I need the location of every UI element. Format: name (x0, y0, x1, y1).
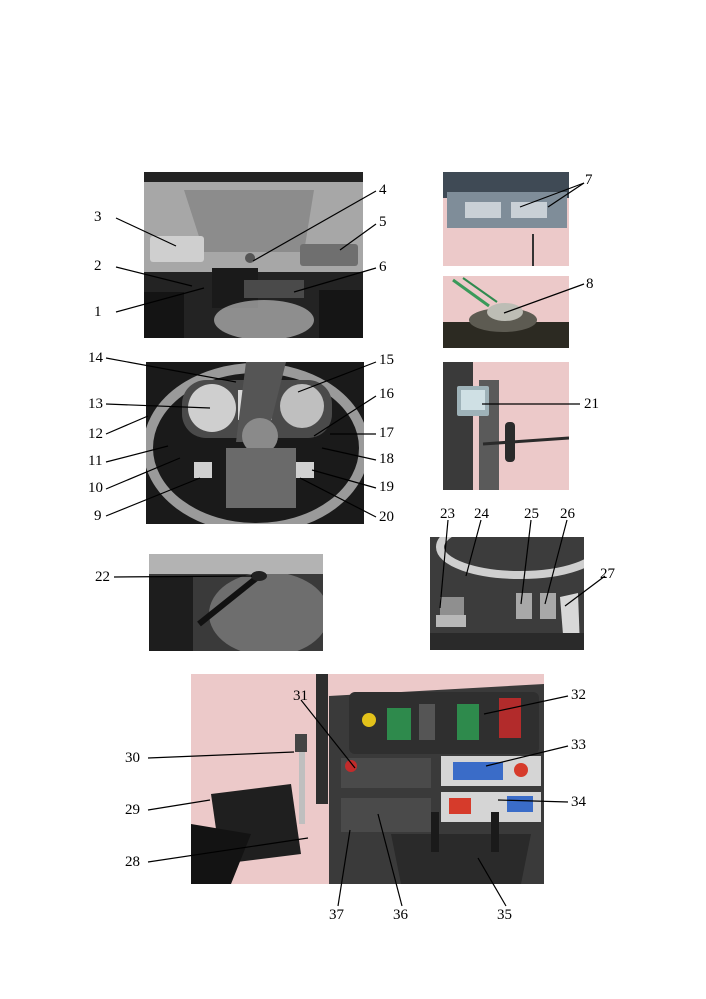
callout-33: 33 (571, 737, 586, 753)
photo-steering-column (146, 362, 364, 524)
lever-illustration (149, 554, 323, 651)
callout-24: 24 (474, 506, 489, 522)
callout-4: 4 (379, 182, 387, 198)
callout-7: 7 (585, 172, 593, 188)
callout-3: 3 (94, 209, 102, 225)
callout-19: 19 (379, 479, 394, 495)
roof-vents-illustration (443, 172, 569, 266)
callout-22: 22 (95, 569, 110, 585)
callout-10: 10 (88, 480, 103, 496)
photo-pedals (430, 537, 584, 650)
callout-34: 34 (571, 794, 586, 810)
callout-31: 31 (293, 688, 308, 704)
callout-13: 13 (88, 396, 103, 412)
callout-30: 30 (125, 750, 140, 766)
callout-28: 28 (125, 854, 140, 870)
callout-20: 20 (379, 509, 394, 525)
monitor-illustration (443, 362, 569, 490)
callout-36: 36 (393, 907, 408, 923)
callout-16: 16 (379, 386, 394, 402)
callout-25: 25 (524, 506, 539, 522)
callout-17: 17 (379, 425, 394, 441)
callout-6: 6 (379, 259, 387, 275)
callout-14: 14 (88, 350, 103, 366)
callout-21: 21 (584, 396, 599, 412)
control-console-illustration (191, 674, 544, 884)
callout-27: 27 (600, 566, 615, 582)
callout-2: 2 (94, 258, 102, 274)
callout-23: 23 (440, 506, 455, 522)
callout-26: 26 (560, 506, 575, 522)
photo-overhead-console (144, 172, 363, 338)
overhead-console-illustration (144, 172, 363, 338)
photo-lever (149, 554, 323, 651)
callout-9: 9 (94, 508, 102, 524)
callout-15: 15 (379, 352, 394, 368)
callout-29: 29 (125, 802, 140, 818)
photo-control-console (191, 674, 544, 884)
photo-monitor (443, 362, 569, 490)
pedals-illustration (430, 537, 584, 650)
callout-32: 32 (571, 687, 586, 703)
latch-illustration (443, 276, 569, 348)
photo-roof-vents (443, 172, 569, 266)
callout-5: 5 (379, 214, 387, 230)
callout-11: 11 (88, 453, 103, 469)
callout-12: 12 (88, 426, 103, 442)
steering-illustration (146, 362, 364, 524)
photo-latch (443, 276, 569, 348)
callout-1: 1 (94, 304, 102, 320)
callout-37: 37 (329, 907, 344, 923)
callout-8: 8 (586, 276, 594, 292)
callout-18: 18 (379, 451, 394, 467)
callout-35: 35 (497, 907, 512, 923)
